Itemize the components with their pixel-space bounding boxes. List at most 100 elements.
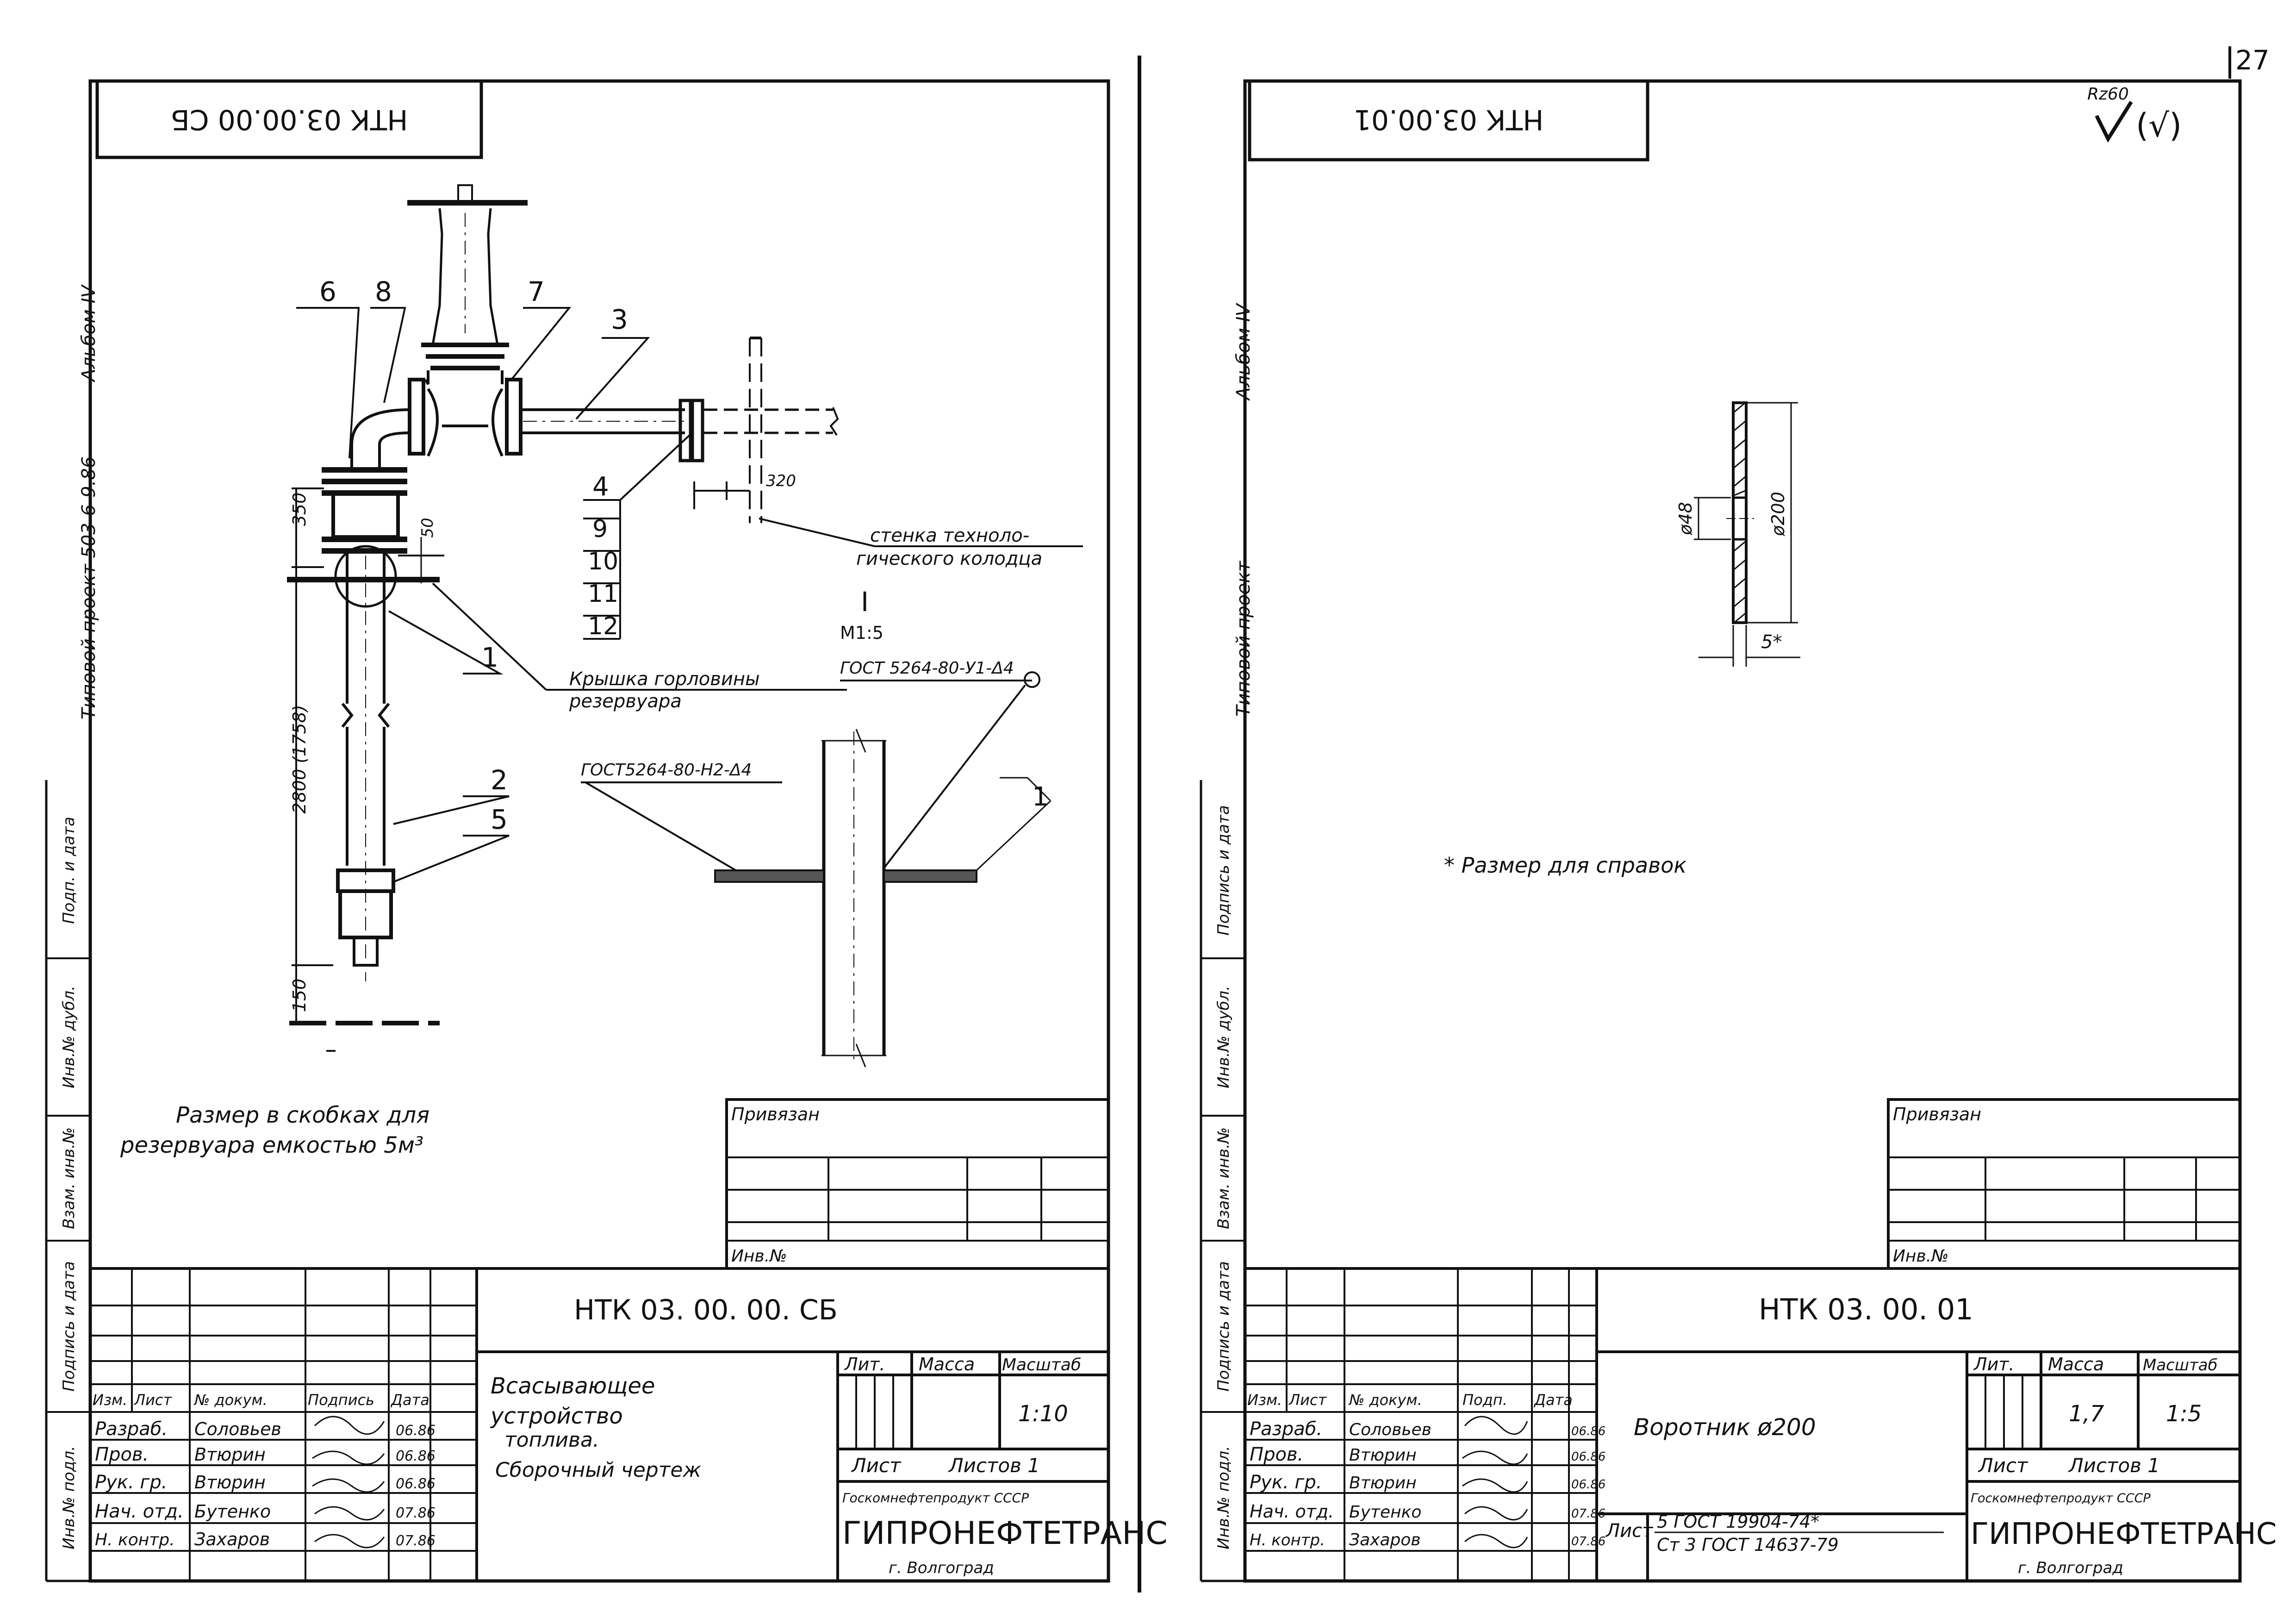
callout-number: 9 <box>592 515 608 543</box>
callout-number: 7 <box>528 276 545 307</box>
header-cell: Лист <box>1288 1391 1327 1409</box>
dimension-label: 50 <box>418 518 437 537</box>
header-cell: Подп. <box>1462 1391 1507 1409</box>
stamp-field: Инв.№ дубл. <box>60 986 78 1088</box>
org-sub: Госкомнефтепродукт СССР <box>1971 1491 2151 1505</box>
date-cell: 06.86 <box>1571 1478 1605 1492</box>
roughness-paren: (√) <box>2136 106 2182 144</box>
scale-label: Масштаб <box>2143 1356 2218 1374</box>
detail-scale: М1:5 <box>840 623 884 643</box>
callout-number: 1 <box>481 642 498 673</box>
mass-value: 1,7 <box>2069 1401 2104 1427</box>
title-name-line: Всасывающее <box>491 1373 655 1399</box>
project-label: Типовой проект 503-6-9.86 <box>78 456 100 719</box>
stamp-field: Инв.№ подл. <box>1214 1446 1233 1549</box>
sheet-label: Лист <box>851 1454 902 1477</box>
sheets-label: Листов 1 <box>948 1454 1040 1477</box>
name-cell: Соловьев <box>1349 1420 1431 1439</box>
bound-title: Привязан <box>731 1104 820 1124</box>
name-cell: Бутенко <box>194 1501 271 1522</box>
scale-label: Масштаб <box>1002 1355 1081 1374</box>
bound-table: Привязан Инв.№ <box>1887 1098 2241 1270</box>
dimension-label: 320 <box>766 472 796 490</box>
side-stamp: Альбом IV Типовой проект 503-6-9.86 Подп… <box>46 284 100 1549</box>
date-cell: 06.86 <box>396 1423 436 1439</box>
assembly-drawing <box>287 184 839 1052</box>
rotated-code-box <box>95 79 483 159</box>
callout-number: 8 <box>375 276 392 307</box>
org-city: г. Волгоград <box>889 1559 994 1577</box>
right-sheet: НТК 03.00.01 Rz60 (√) Альбом IV Типовой … <box>1200 79 2277 1583</box>
callout-number: 6 <box>319 276 336 307</box>
scale-value: 1:10 <box>1018 1401 1068 1427</box>
role-cell: Пров. <box>95 1444 149 1465</box>
roughness-mark: Rz60 (√) <box>2087 85 2182 144</box>
rotated-code-box <box>1248 79 1649 162</box>
scale-value: 1:5 <box>2166 1401 2202 1427</box>
name-cell: Втюрин <box>194 1472 266 1493</box>
role-cell: Н. контр. <box>95 1530 175 1549</box>
bound-inv: Инв.№ <box>1893 1247 1949 1266</box>
callout-number: 2 <box>491 764 508 796</box>
name-cell: Втюрин <box>194 1444 266 1465</box>
header-cell: Лист <box>134 1391 172 1409</box>
reference-note: * Размер для справок <box>1444 853 1686 878</box>
callout-number: 1 <box>1032 782 1049 812</box>
material-label: Лист <box>1605 1520 1654 1542</box>
role-cell: Пров. <box>1250 1444 1303 1465</box>
album-label: Альбом IV <box>78 284 100 383</box>
stamp-field: Подпись и дата <box>1214 1261 1233 1392</box>
sheet-label: Лист <box>1978 1454 2028 1477</box>
date-cell: 07.86 <box>1571 1507 1605 1521</box>
date-cell: 06.86 <box>396 1448 436 1464</box>
org-city: г. Волгоград <box>2018 1559 2123 1577</box>
dimension-label: ø200 <box>1768 492 1788 537</box>
bound-title: Привязан <box>1893 1104 1981 1124</box>
role-cell: Н. контр. <box>1250 1531 1325 1549</box>
lit-label: Лит. <box>1973 1354 2015 1374</box>
org-main: ГИПРОНЕФТЕТРАНС <box>1971 1517 2277 1551</box>
role-cell: Разраб. <box>1250 1418 1322 1440</box>
dimension-label: 150 <box>289 979 310 1012</box>
mass-label: Масса <box>2048 1354 2104 1374</box>
dimension-label: 5* <box>1761 631 1782 653</box>
side-stamp: Альбом IV Типовой проект Подпись и дата … <box>1201 303 1254 1549</box>
header-cell: Изм. <box>1247 1391 1282 1409</box>
stamp-field: Инв.№ подл. <box>60 1446 78 1549</box>
name-cell: Захаров <box>1349 1530 1421 1549</box>
wall-annotation: стенка техноло- гического колодца <box>856 525 1042 569</box>
date-cell: 06.86 <box>1571 1424 1605 1438</box>
collar-drawing: ø48 ø200 5* <box>1675 401 1800 667</box>
role-cell: Нач. отд. <box>95 1501 184 1522</box>
stamp-field: Подп. и дата <box>60 817 78 924</box>
dimension-label: 2800 (1758) <box>289 705 310 813</box>
header-cell: Изм. <box>93 1391 127 1409</box>
stamp-field: Подпись и дата <box>60 1261 78 1392</box>
date-cell: 06.86 <box>1571 1450 1605 1464</box>
title-name-line: топлива. <box>504 1428 599 1452</box>
stamp-field: Инв.№ дубл. <box>1214 986 1233 1088</box>
org-sub: Госкомнефтепродукт СССР <box>842 1490 1029 1505</box>
callout-number: 5 <box>491 804 508 835</box>
callout-number: 3 <box>611 304 628 335</box>
name-cell: Захаров <box>194 1529 270 1549</box>
bound-table: Привязан Инв.№ <box>725 1098 1110 1270</box>
cover-annotation-line: Крышка горловины <box>569 668 760 690</box>
album-label: Альбом IV <box>1233 303 1254 401</box>
title-block: НТК 03. 00. 00. СБ Всасывающее устройств… <box>89 1268 1168 1581</box>
lit-label: Лит. <box>844 1354 885 1374</box>
date-cell: 07.86 <box>1571 1535 1605 1549</box>
leader-lines <box>296 307 1083 883</box>
org-main: ГИПРОНЕФТЕТРАНС <box>842 1515 1168 1552</box>
header-cell: Подпись <box>308 1391 374 1409</box>
wall-annotation-line: гического колодца <box>856 548 1042 569</box>
header-cell: Дата <box>390 1391 429 1409</box>
mass-label: Масса <box>919 1354 975 1374</box>
title-code: НТК 03. 00. 01 <box>1759 1293 1973 1326</box>
material-line: 5 ГОСТ 19904-74* <box>1657 1512 1819 1532</box>
callout-number: 10 <box>588 548 618 575</box>
stamp-field: Взам. инв.№ <box>1214 1127 1233 1229</box>
weld-annotation: ГОСТ5264-80-Н2-Δ4 <box>581 761 752 780</box>
wall-annotation-line: стенка техноло- <box>870 525 1029 546</box>
